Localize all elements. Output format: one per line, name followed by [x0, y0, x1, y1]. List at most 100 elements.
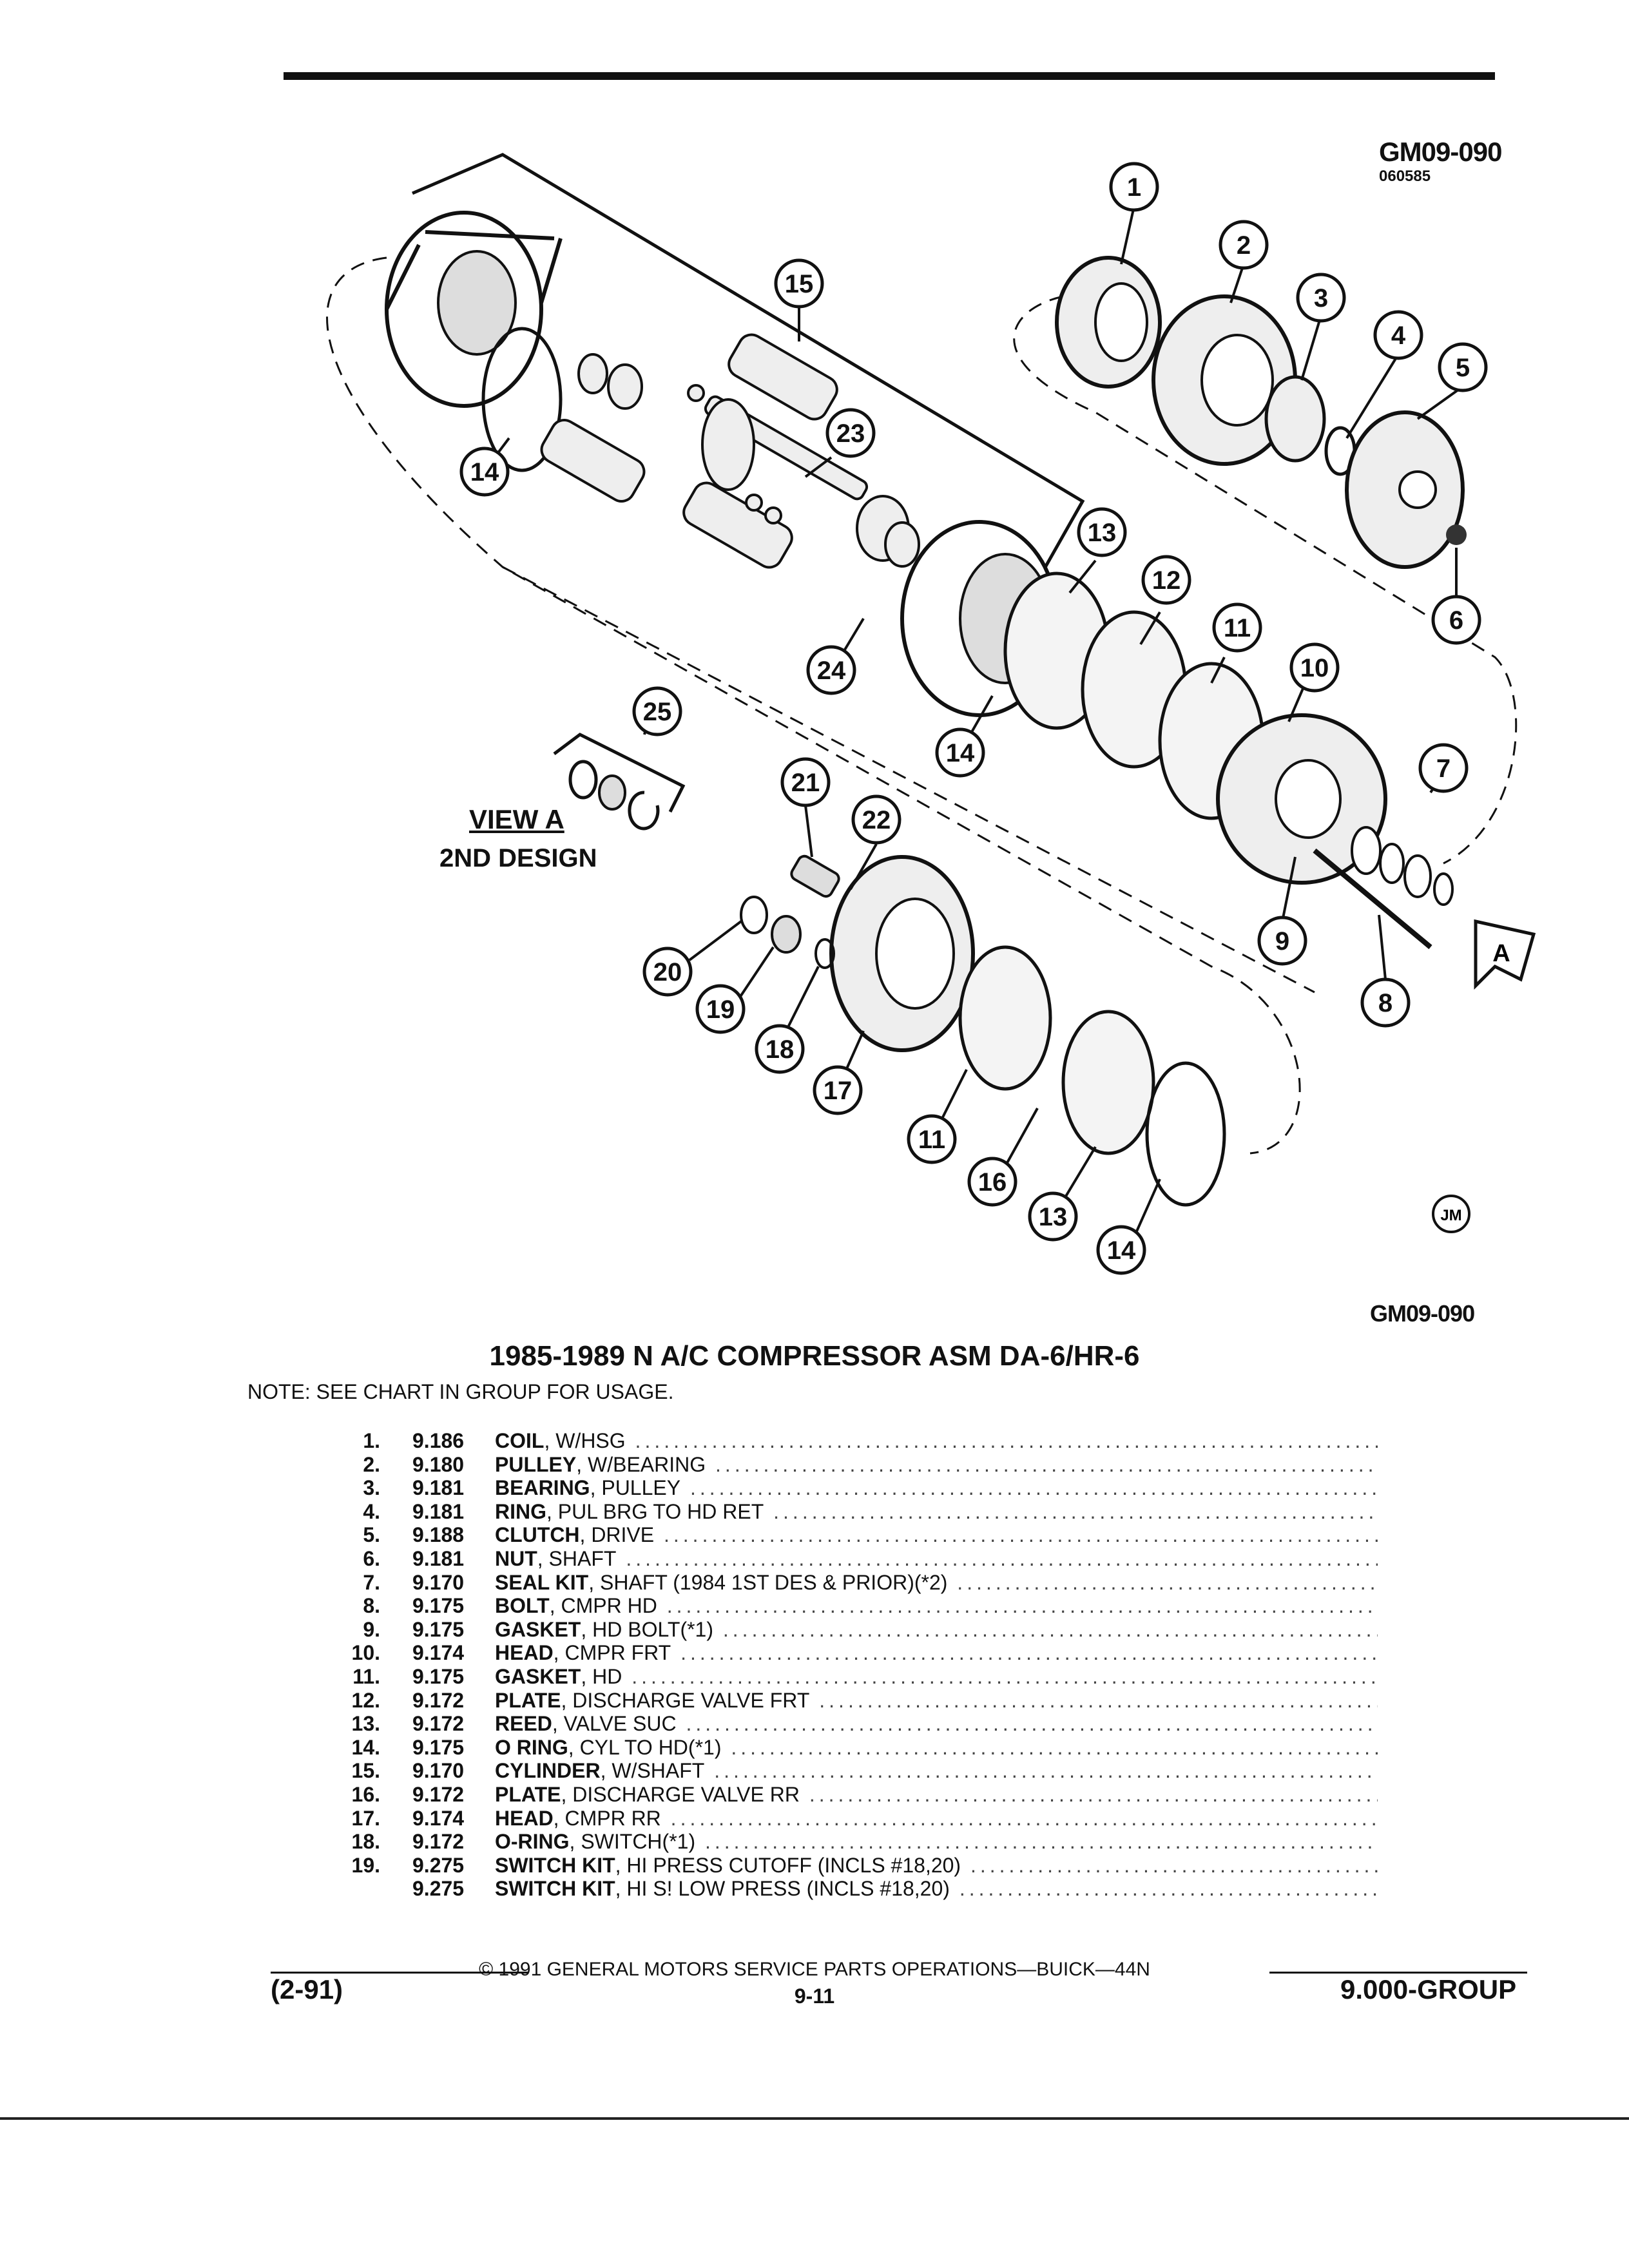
part-number: 11.	[352, 1665, 380, 1688]
part-description: SWITCH KIT, HI S! LOW PRESS (INCLS #18,2…	[495, 1877, 1378, 1901]
leader-dots: ........................................…	[773, 1499, 1378, 1523]
part-number: 17.	[351, 1806, 380, 1830]
svg-text:5: 5	[1456, 354, 1470, 382]
part-name: O RING	[495, 1735, 568, 1759]
leader-dots: ........................................…	[731, 1735, 1378, 1759]
part-group: 9.172	[412, 1783, 465, 1806]
part-group: 9.175	[412, 1617, 465, 1641]
callout-2: 2	[1219, 220, 1269, 270]
part-name: CLUTCH	[495, 1523, 580, 1547]
callout-13: 13	[1077, 507, 1127, 557]
revision-date: (2-91)	[271, 1974, 343, 2004]
switch-o-ring	[815, 938, 835, 969]
part-detail: , CYL TO HD(*1)	[568, 1735, 722, 1759]
part-name: HEAD	[495, 1806, 554, 1830]
leader-dots: ........................................…	[715, 1452, 1378, 1476]
leader-dots: ........................................…	[722, 1617, 1378, 1641]
callout-11b: 11	[907, 1114, 957, 1164]
part-description: CLUTCH, DRIVE ..........................…	[495, 1523, 1378, 1547]
svg-text:14: 14	[470, 458, 499, 486]
part-name: GASKET	[495, 1617, 581, 1641]
callout-8: 8	[1360, 977, 1411, 1028]
part-description: PLATE, DISCHARGE VALVE RR ..............…	[495, 1783, 1378, 1807]
callout-13b: 13	[1028, 1191, 1078, 1242]
cylinder-rear-housing	[385, 211, 563, 408]
part-description: NUT, SHAFT .............................…	[495, 1547, 1378, 1571]
leader-dots: ........................................…	[666, 1594, 1378, 1618]
part-name: BEARING	[495, 1476, 590, 1500]
jm-logo: JM	[1432, 1195, 1470, 1233]
part-name: REED	[495, 1712, 552, 1736]
part-description: CYLINDER, W/SHAFT ......................…	[495, 1759, 1378, 1783]
part-group: 9.175	[412, 1665, 465, 1688]
piston-shaft-parts	[540, 333, 920, 569]
part-description: HEAD, CMPR RR ..........................…	[495, 1807, 1378, 1831]
leader-dots: ........................................…	[680, 1641, 1378, 1665]
svg-text:15: 15	[785, 270, 814, 298]
part-group: 9.181	[412, 1499, 465, 1523]
svg-text:4: 4	[1391, 322, 1406, 350]
callout-23: 23	[825, 408, 876, 458]
part-number: 1.	[363, 1429, 380, 1452]
part-name: PLATE	[495, 1783, 561, 1806]
svg-text:8: 8	[1378, 989, 1393, 1017]
figure-subcode: 060585	[1379, 168, 1431, 185]
second-design-label: 2ND DESIGN	[439, 844, 597, 872]
o-ring-left	[481, 327, 563, 472]
part-detail: , CMPR HD	[549, 1594, 657, 1618]
callout-4: 4	[1373, 310, 1423, 360]
discharge-plate-rear	[1061, 1010, 1155, 1155]
part-group: 9.188	[412, 1523, 465, 1547]
part-group: 9.186	[412, 1429, 465, 1452]
part-row: 17. 9.174 HEAD, CMPR RR ..................…	[0, 1807, 1629, 1832]
part-name: RING	[495, 1499, 546, 1523]
part-description: RING, PUL BRG TO HD RET ................…	[495, 1500, 1378, 1524]
part-name: HEAD	[495, 1641, 554, 1665]
callout-19: 19	[695, 984, 746, 1034]
pulley-assembly	[1152, 294, 1297, 466]
part-detail: , CMPR RR	[553, 1806, 661, 1830]
svg-text:14: 14	[1107, 1236, 1136, 1265]
part-detail: , W/HSG	[544, 1429, 626, 1452]
part-group: 9.275	[412, 1853, 465, 1877]
part-name: SWITCH KIT	[495, 1877, 615, 1901]
rear-head	[829, 855, 975, 1052]
part-name: O-RING	[495, 1830, 570, 1854]
leader-dots: ........................................…	[970, 1853, 1378, 1877]
leader-dots: ........................................…	[670, 1806, 1378, 1830]
part-detail: , VALVE SUC	[552, 1712, 677, 1736]
callout-24: 24	[806, 645, 856, 695]
callout-6: 6	[1431, 595, 1481, 645]
usage-note: NOTE: SEE CHART IN GROUP FOR USAGE.	[247, 1380, 674, 1403]
leader-dots: ........................................…	[664, 1523, 1378, 1547]
leader-dots: ........................................…	[704, 1830, 1378, 1854]
svg-text:12: 12	[1152, 566, 1181, 595]
seal-kit-parts	[1351, 826, 1454, 906]
svg-text:6: 6	[1449, 606, 1463, 635]
part-group: 9.174	[412, 1806, 465, 1830]
gasket-rear	[958, 945, 1052, 1091]
leader-dots: ........................................…	[626, 1547, 1378, 1570]
callout-9: 9	[1257, 916, 1307, 966]
assembly-dash-lines	[326, 256, 1518, 1155]
axis-dash-line	[502, 566, 1315, 994]
part-detail: , DISCHARGE VALVE FRT	[561, 1688, 810, 1712]
coil-assembly	[1055, 256, 1162, 389]
svg-text:14: 14	[946, 739, 975, 767]
part-name: BOLT	[495, 1594, 550, 1618]
part-name: CYLINDER	[495, 1759, 601, 1783]
svg-text:24: 24	[817, 657, 846, 685]
o-ring-rear	[1145, 1061, 1226, 1207]
svg-text:1: 1	[1127, 173, 1141, 202]
leader-dots: ........................................…	[714, 1759, 1378, 1783]
callout-16: 16	[967, 1157, 1017, 1207]
